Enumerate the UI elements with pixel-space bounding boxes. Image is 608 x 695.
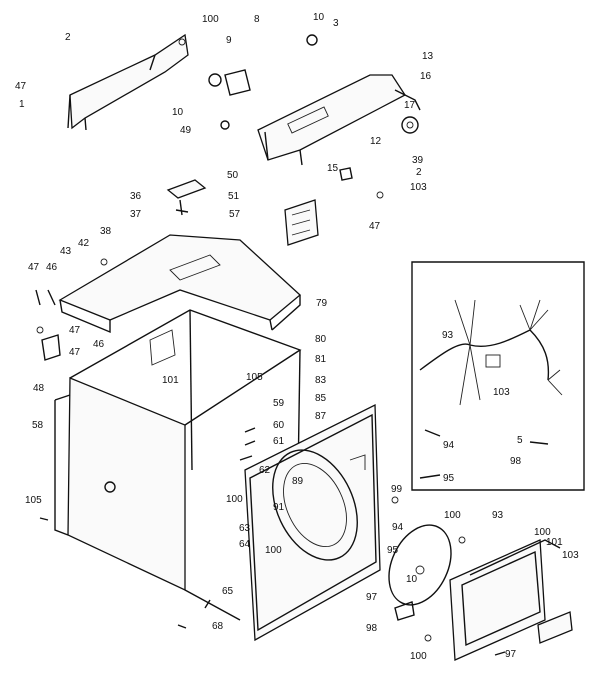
callout-70: 83: [315, 375, 327, 386]
callout-68: 80: [315, 334, 327, 345]
door-part: [449, 539, 573, 661]
callout-105-b: 105: [25, 495, 42, 506]
hinge-hardware: [177, 427, 466, 642]
callout-2-mid: 2: [416, 167, 422, 178]
left-side-hardware: [35, 289, 61, 521]
callout-10-ring: 10: [406, 574, 418, 585]
top-cover-part: [58, 234, 301, 334]
callout-58: 60: [273, 420, 285, 431]
callout-62: 64: [239, 539, 251, 550]
callout-105-a: 105: [246, 372, 263, 383]
callout-13: 13: [422, 51, 434, 62]
callout-41: 43: [60, 246, 72, 257]
callout-71: 85: [315, 393, 327, 404]
callout-37: 37: [130, 209, 142, 220]
main-cabinet-part: [54, 309, 302, 621]
callout-89: 98: [510, 456, 522, 467]
control-console-part: [257, 74, 421, 166]
callout-83: 93: [442, 330, 454, 341]
callout-98-b: 100: [444, 510, 461, 521]
callout-labels: 100 8 10 3 2 9 13 47 16 1 17 10 49 12 39…: [15, 12, 579, 662]
callout-74: 89: [292, 476, 304, 487]
callout-3: 3: [333, 18, 339, 29]
callout-43-d: 47: [69, 325, 81, 336]
callout-98-a: 100: [226, 494, 243, 505]
callout-77: 93: [492, 510, 504, 521]
callout-101: 103: [410, 182, 427, 193]
callout-51: 57: [229, 209, 241, 220]
callout-94: 101: [546, 537, 563, 548]
callout-87: 95: [443, 473, 455, 484]
callout-103: 103: [493, 387, 510, 398]
callout-69: 81: [315, 354, 327, 365]
door-ring-part: [388, 524, 452, 606]
callout-39: 39: [412, 155, 424, 166]
callout-85: 94: [443, 440, 455, 451]
callout-8: 8: [254, 14, 260, 25]
callout-57: 59: [273, 398, 285, 409]
callout-59: 61: [273, 436, 285, 447]
callout-64: 68: [212, 621, 224, 632]
callout-98-c: 100: [410, 651, 427, 662]
front-panel-part: [244, 403, 381, 642]
callout-80-b: 97: [505, 649, 517, 660]
console-small-parts: [208, 34, 384, 199]
callout-15: 15: [327, 163, 339, 174]
callout-50: 51: [228, 191, 240, 202]
callout-42: 46: [46, 262, 58, 273]
callout-93: 100: [534, 527, 551, 538]
callout-80-a: 97: [366, 592, 378, 603]
callout-43-e: 47: [69, 347, 81, 358]
callout-34: 46: [93, 339, 105, 350]
callout-95: 103: [562, 550, 579, 561]
callout-46: 48: [33, 383, 45, 394]
callout-75: 91: [273, 502, 285, 513]
callout-65: 79: [316, 298, 328, 309]
callout-9: 9: [226, 35, 232, 46]
callout-43-c: 47: [28, 262, 40, 273]
access-panel-part: [284, 199, 319, 246]
callout-12: 12: [370, 136, 382, 147]
callout-10-top: 10: [313, 12, 325, 23]
callout-79: 95: [387, 545, 399, 556]
callout-81: 98: [366, 623, 378, 634]
callout-40: 42: [78, 238, 90, 249]
callout-61: 63: [239, 523, 251, 534]
callout-38: 38: [100, 226, 112, 237]
callout-10-mid: 10: [172, 107, 184, 118]
callout-91: 99: [391, 484, 403, 495]
callout-100: 101: [162, 375, 179, 386]
callout-99: 100: [202, 14, 219, 25]
callout-43-b: 47: [369, 221, 381, 232]
callout-78: 94: [392, 522, 404, 533]
top-bracket-part: [67, 33, 189, 131]
lid-switch-part: [166, 179, 207, 216]
callout-2-top: 2: [65, 32, 71, 43]
callout-48: 58: [32, 420, 44, 431]
callout-63: 65: [222, 586, 234, 597]
callout-72: 87: [315, 411, 327, 422]
callout-16: 16: [420, 71, 432, 82]
callout-43-a: 47: [15, 81, 27, 92]
callout-5: 5: [517, 435, 523, 446]
callout-1: 1: [19, 99, 25, 110]
callout-97: 100: [265, 545, 282, 556]
wiring-harness-inset: [411, 261, 585, 491]
callout-60: 62: [259, 465, 271, 476]
callout-47: 49: [180, 125, 192, 136]
callout-17: 17: [404, 100, 416, 111]
callout-49: 50: [227, 170, 239, 181]
callout-36: 36: [130, 191, 142, 202]
